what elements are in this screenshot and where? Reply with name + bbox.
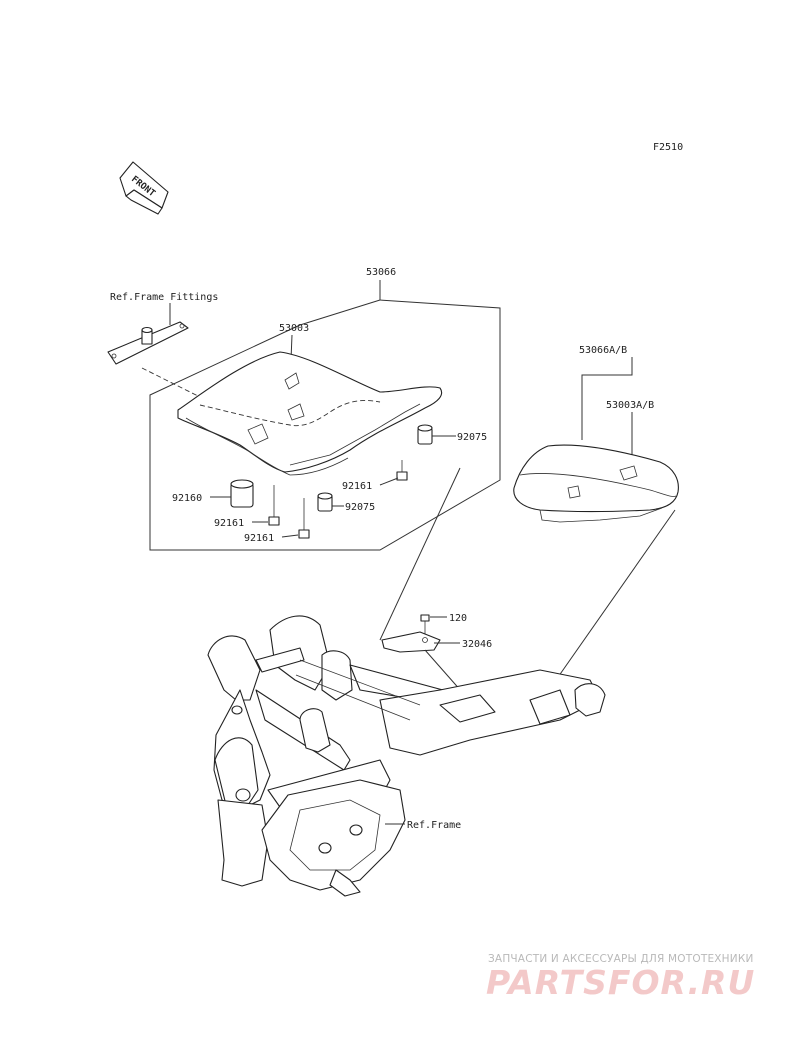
frame-fitting-bracket — [107, 321, 189, 365]
label-53066ab: 53066A/B — [579, 345, 627, 356]
seat-group-outline — [149, 280, 501, 551]
motorcycle-frame — [207, 615, 606, 897]
bracket-32046 — [381, 631, 441, 653]
watermark-logo: PARTSFOR.RU — [486, 963, 756, 1002]
bolt-92161-a — [396, 460, 408, 481]
seat-main — [177, 351, 443, 476]
damper-92075-b — [317, 492, 333, 512]
bolt-92161-c — [298, 498, 310, 539]
label-120: 120 — [449, 613, 467, 624]
label-92075-a: 92075 — [457, 432, 487, 443]
watermark-tagline: ЗАПЧАСТИ И АКСЕССУАРЫ ДЛЯ МОТОТЕХНИКИ — [488, 953, 754, 965]
label-92075-b: 92075 — [345, 502, 375, 513]
label-53003ab: 53003A/B — [606, 400, 654, 411]
front-arrow-icon: FRONT — [119, 161, 169, 215]
label-92161-b: 92161 — [214, 518, 244, 529]
label-92161-a: 92161 — [342, 481, 372, 492]
label-92160: 92160 — [172, 493, 202, 504]
bolt-92161-b — [268, 485, 280, 526]
label-32046: 32046 — [462, 639, 492, 650]
label-ref-frame: Ref.Frame — [407, 820, 461, 831]
damper-92075-a — [417, 424, 433, 445]
figure-code: F2510 — [653, 142, 683, 153]
cushion-92160 — [230, 479, 254, 508]
label-53003: 53003 — [279, 323, 309, 334]
label-92161-c: 92161 — [244, 533, 274, 544]
label-53066: 53066 — [366, 267, 396, 278]
seat-alternate — [513, 444, 679, 523]
label-ref-frame-fittings: Ref.Frame Fittings — [110, 292, 218, 303]
